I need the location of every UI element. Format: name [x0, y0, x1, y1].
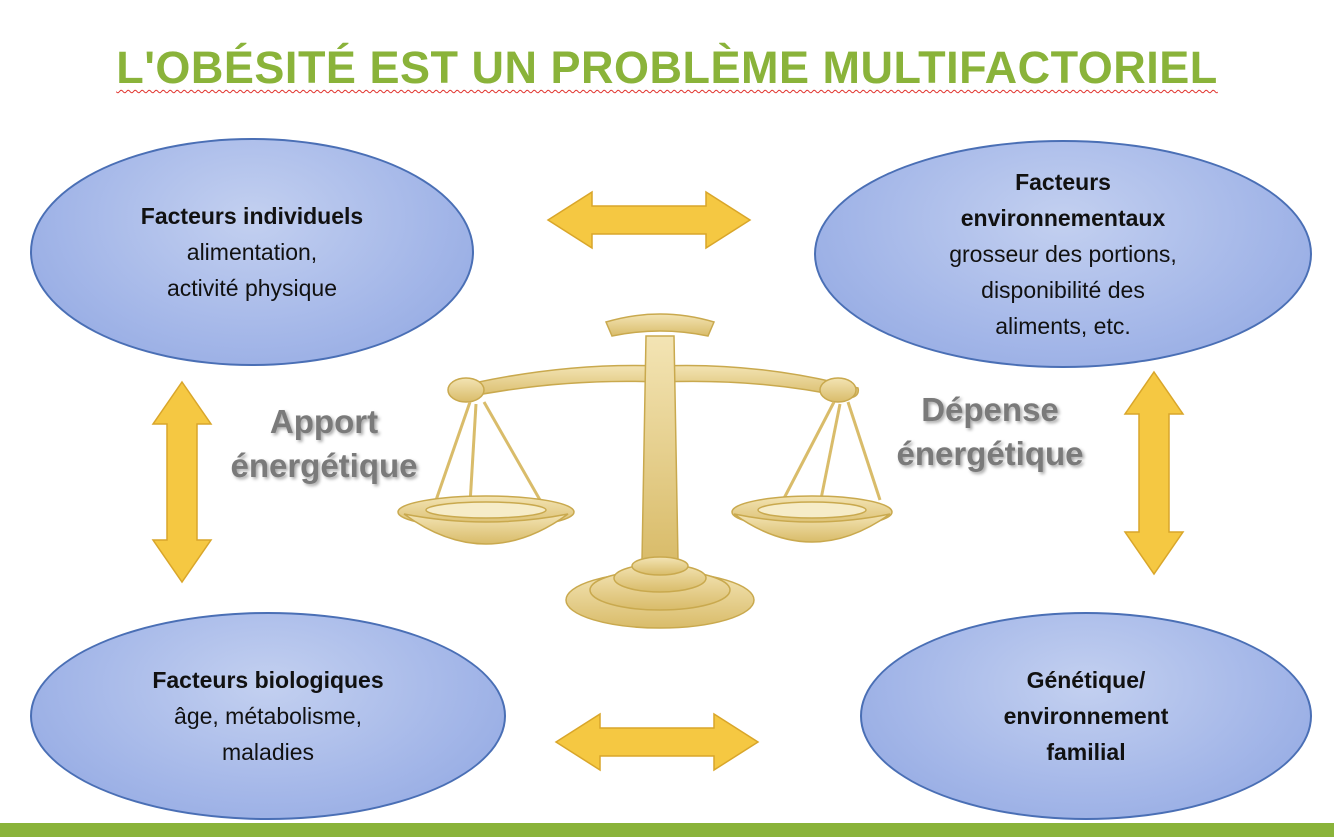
bottom-green-bar [0, 823, 1334, 837]
energy-intake-line-1: Apport [214, 400, 434, 444]
energy-expenditure-line-1: Dépense [880, 388, 1100, 432]
double-arrow-top-icon [548, 192, 750, 248]
energy-intake-line-2: énergétique [214, 444, 434, 488]
double-arrow-left-icon [153, 382, 211, 582]
double-arrow-right-icon [1125, 372, 1183, 574]
double-arrow-bottom-icon [556, 714, 758, 770]
energy-intake-label: Apport énergétique [214, 400, 434, 488]
energy-expenditure-label: Dépense énergétique [880, 388, 1100, 476]
energy-expenditure-line-2: énergétique [880, 432, 1100, 476]
